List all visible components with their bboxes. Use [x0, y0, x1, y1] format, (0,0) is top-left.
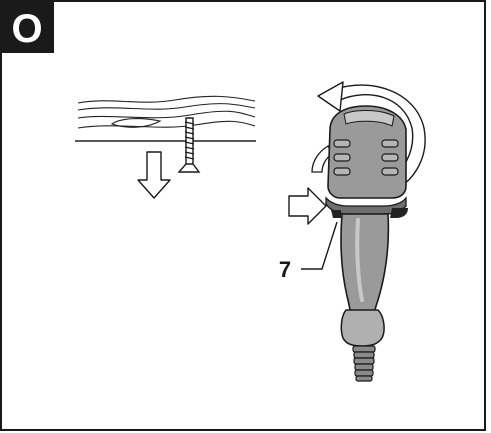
- step-badge: [1, 1, 54, 53]
- callout-leader-line: [301, 221, 338, 270]
- callout-number: 7: [279, 257, 291, 282]
- step-badge-label: O: [11, 7, 42, 51]
- wood-board: [75, 95, 256, 142]
- slide-switch: [390, 208, 408, 218]
- screwdriver-tool: [325, 105, 408, 382]
- down-arrow-icon: [137, 151, 171, 199]
- right-arrow-icon: [288, 187, 327, 225]
- screw-icon: [177, 117, 201, 173]
